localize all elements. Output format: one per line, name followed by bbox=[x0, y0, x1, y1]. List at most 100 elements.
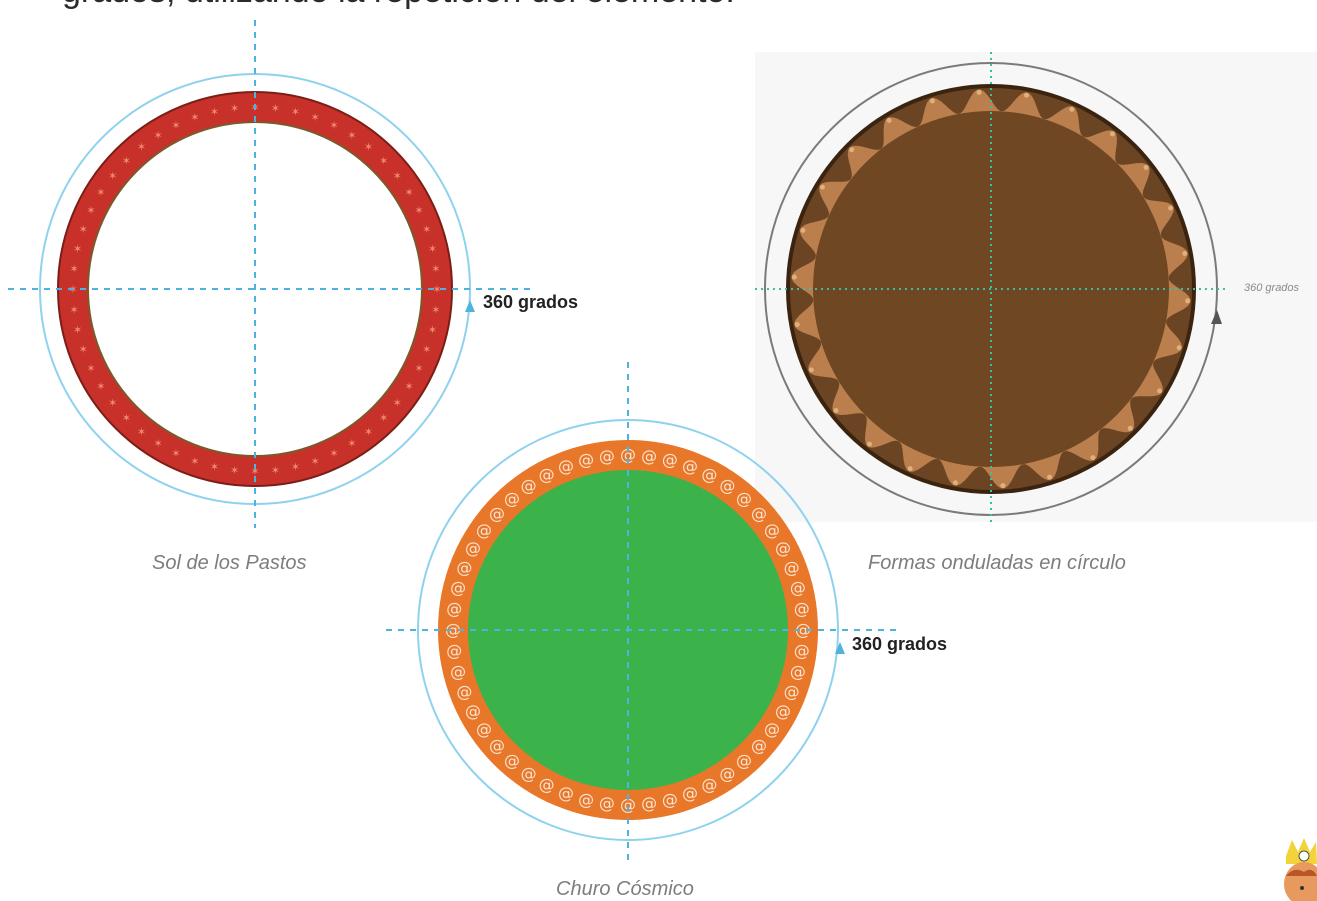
star-motif: ✶ bbox=[393, 171, 402, 183]
star-motif: ✶ bbox=[137, 426, 146, 438]
star-motif: ✶ bbox=[108, 171, 117, 183]
star-motif: ✶ bbox=[271, 103, 280, 115]
star-motif: ✶ bbox=[364, 426, 373, 438]
spiral-motif: @ bbox=[539, 775, 555, 794]
star-motif: ✶ bbox=[431, 264, 440, 276]
star-motif: ✶ bbox=[210, 107, 219, 119]
spiral-motif: @ bbox=[794, 599, 810, 618]
spiral-motif: @ bbox=[476, 521, 492, 540]
caption-formas-onduladas: Formas onduladas en círculo bbox=[868, 552, 1126, 574]
star-motif: ✶ bbox=[347, 438, 356, 450]
star-motif: ✶ bbox=[393, 397, 402, 409]
spiral-motif: @ bbox=[465, 701, 481, 720]
wave-dot bbox=[1182, 250, 1188, 256]
spiral-motif: @ bbox=[620, 795, 636, 814]
mascot-icon bbox=[1280, 836, 1317, 901]
wave-dot bbox=[849, 147, 855, 153]
star-motif: ✶ bbox=[96, 187, 105, 199]
intro-text: grados, utilizando la repetición del ele… bbox=[62, 0, 735, 11]
star-motif: ✶ bbox=[291, 461, 300, 473]
star-motif: ✶ bbox=[422, 344, 431, 356]
star-motif: ✶ bbox=[96, 381, 105, 393]
star-motif: ✶ bbox=[414, 363, 423, 375]
spiral-motif: @ bbox=[450, 578, 466, 597]
wave-dot bbox=[1047, 474, 1053, 480]
star-motif: ✶ bbox=[379, 413, 388, 425]
wave-dot bbox=[833, 407, 839, 413]
star-pattern: ✶✶✶✶✶✶✶✶✶✶✶✶✶✶✶✶✶✶✶✶✶✶✶✶✶✶✶✶✶✶✶✶✶✶✶✶✶✶✶✶… bbox=[68, 102, 441, 478]
wave-dot bbox=[1024, 92, 1030, 98]
wave-dot bbox=[808, 367, 814, 373]
wave-dot bbox=[794, 322, 800, 328]
degree-label-2: 360 grados bbox=[1244, 282, 1300, 294]
figure-formas-onduladas bbox=[755, 40, 1317, 530]
star-motif: ✶ bbox=[79, 224, 88, 236]
spiral-motif: @ bbox=[445, 620, 461, 639]
spiral-motif: @ bbox=[620, 445, 636, 464]
spiral-motif: @ bbox=[662, 450, 678, 469]
wave-dot bbox=[1143, 165, 1149, 171]
star-motif: ✶ bbox=[329, 120, 338, 132]
star-motif: ✶ bbox=[86, 205, 95, 217]
wave-dot bbox=[1090, 455, 1096, 461]
spiral-motif: @ bbox=[764, 521, 780, 540]
spiral-motif: @ bbox=[784, 558, 800, 577]
star-motif: ✶ bbox=[230, 103, 239, 115]
spiral-pattern: @@@@@@@@@@@@@@@@@@@@@@@@@@@@@@@@@@@@@@@@… bbox=[445, 445, 811, 814]
wave-dot bbox=[819, 184, 825, 190]
star-motif: ✶ bbox=[137, 142, 146, 154]
star-motif: ✶ bbox=[422, 224, 431, 236]
wave-dot bbox=[929, 98, 935, 104]
figure-sol-de-los-pastos: ✶✶✶✶✶✶✶✶✶✶✶✶✶✶✶✶✶✶✶✶✶✶✶✶✶✶✶✶✶✶✶✶✶✶✶✶✶✶✶✶… bbox=[0, 0, 640, 560]
spiral-motif: @ bbox=[446, 641, 462, 660]
star-motif: ✶ bbox=[108, 397, 117, 409]
sol-de-los-pastos-diagram: ✶✶✶✶✶✶✶✶✶✶✶✶✶✶✶✶✶✶✶✶✶✶✶✶✶✶✶✶✶✶✶✶✶✶✶✶✶✶✶✶… bbox=[8, 20, 535, 528]
spiral-motif: @ bbox=[641, 446, 657, 465]
spiral-motif: @ bbox=[599, 446, 615, 465]
star-motif: ✶ bbox=[404, 381, 413, 393]
star-motif: ✶ bbox=[311, 456, 320, 468]
degree-label-3: 360 grados bbox=[852, 634, 948, 654]
star-motif: ✶ bbox=[190, 456, 199, 468]
wave-dot bbox=[1185, 298, 1191, 304]
spiral-motif: @ bbox=[736, 489, 752, 508]
spiral-motif: @ bbox=[662, 790, 678, 809]
formas-onduladas-diagram bbox=[755, 52, 1225, 525]
spiral-motif: @ bbox=[751, 504, 767, 523]
spiral-motif: @ bbox=[775, 701, 791, 720]
spiral-motif: @ bbox=[701, 465, 717, 484]
wave-dot bbox=[1168, 205, 1174, 211]
spiral-motif: @ bbox=[465, 539, 481, 558]
spiral-motif: @ bbox=[641, 794, 657, 813]
wave-dot bbox=[1069, 106, 1075, 112]
star-motif: ✶ bbox=[431, 304, 440, 316]
figure-churo-cosmico: @@@@@@@@@@@@@@@@@@@@@@@@@@@@@@@@@@@@@@@@… bbox=[380, 360, 920, 870]
wave-dot bbox=[1109, 131, 1115, 137]
star-motif: ✶ bbox=[404, 187, 413, 199]
wave-dot bbox=[952, 480, 958, 486]
wave-dot bbox=[907, 466, 913, 472]
wave-dot bbox=[791, 274, 797, 280]
star-motif: ✶ bbox=[428, 324, 437, 336]
wave-dot bbox=[800, 227, 806, 233]
outer-rotation-circle bbox=[417, 419, 839, 841]
wave-dot bbox=[1176, 345, 1182, 351]
spiral-motif: @ bbox=[719, 476, 735, 495]
spiral-motif: @ bbox=[578, 450, 594, 469]
spiral-motif: @ bbox=[578, 790, 594, 809]
spiral-motif: @ bbox=[751, 736, 767, 755]
rotation-arrow-icon bbox=[1211, 310, 1222, 324]
spiral-motif: @ bbox=[719, 764, 735, 783]
spiral-motif: @ bbox=[489, 504, 505, 523]
wave-dot bbox=[1157, 388, 1163, 394]
churo-cosmico-diagram: @@@@@@@@@@@@@@@@@@@@@@@@@@@@@@@@@@@@@@@@… bbox=[386, 362, 900, 865]
star-motif: ✶ bbox=[122, 155, 131, 167]
spiral-motif: @ bbox=[504, 489, 520, 508]
star-motif: ✶ bbox=[70, 304, 79, 316]
star-motif: ✶ bbox=[73, 324, 82, 336]
star-motif: ✶ bbox=[122, 413, 131, 425]
spiral-motif: @ bbox=[450, 662, 466, 681]
spiral-motif: @ bbox=[790, 578, 806, 597]
spiral-motif: @ bbox=[784, 682, 800, 701]
wave-dot bbox=[867, 441, 873, 447]
